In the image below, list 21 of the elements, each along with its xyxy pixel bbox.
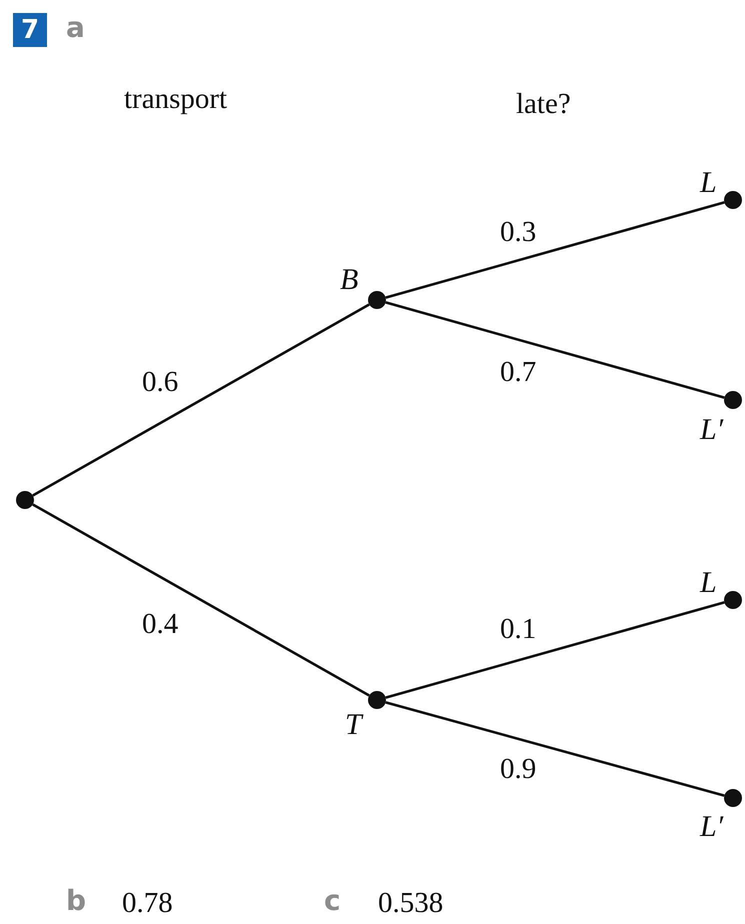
part-letter: a: [66, 14, 85, 42]
branch-line: [385, 701, 725, 797]
column-heading: transport: [124, 85, 228, 114]
outcome-label: L′: [700, 812, 724, 842]
outcome-label: L′: [700, 415, 724, 445]
part-letter: c: [324, 887, 341, 915]
outcome-label: B: [340, 265, 358, 295]
branch-line: [32, 503, 370, 697]
branch-line: [385, 601, 725, 699]
branch-line: [385, 301, 725, 399]
question-number: 7: [13, 13, 47, 47]
branch-line: [32, 303, 370, 497]
answer-text: 0.538: [378, 889, 444, 918]
tree-node-dot: [16, 491, 34, 509]
part-letter: b: [66, 887, 86, 915]
column-heading: late?: [516, 90, 571, 119]
outcome-label: T: [345, 710, 362, 740]
branch-line: [385, 201, 725, 299]
outcome-label: L: [700, 168, 717, 198]
outcome-label: L: [700, 568, 717, 598]
answer-text: 0.78: [122, 889, 173, 918]
